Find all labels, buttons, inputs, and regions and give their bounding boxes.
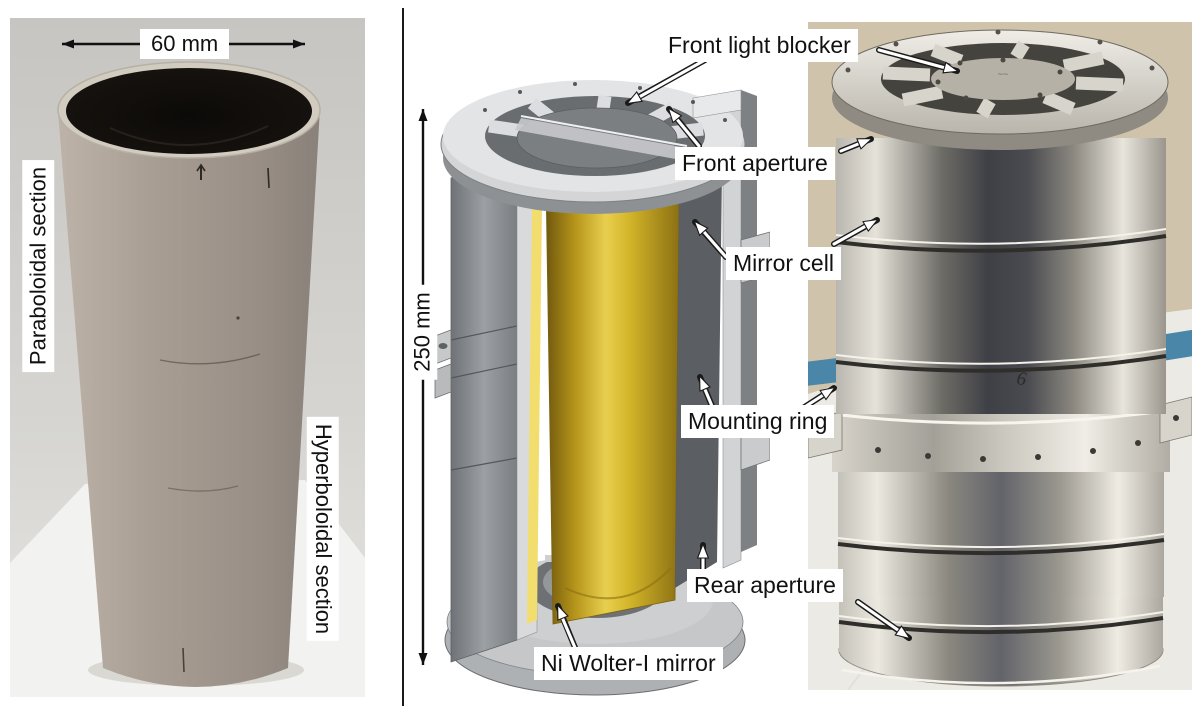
panel-divider-line xyxy=(402,8,404,706)
upper-mirror-cell xyxy=(836,138,1166,414)
shell-joint-mark xyxy=(159,353,261,365)
assembly-photo-image: ~~ 6 xyxy=(802,22,1198,691)
outer-shell-wall xyxy=(450,153,518,663)
shell-photo-panel xyxy=(10,18,365,697)
mounting-ring-label: Mounting ring xyxy=(681,405,835,438)
handwritten-mark: 6 xyxy=(1015,368,1028,390)
lower-mirror-cell xyxy=(838,467,1164,597)
mirror-shell-tube xyxy=(58,108,320,687)
mounting-ring-band xyxy=(832,412,1170,472)
hyperboloidal-section-label: Hyperboloidal section xyxy=(307,416,339,642)
engraving-mark: ~~ xyxy=(998,69,1009,79)
blue-tape xyxy=(1162,329,1198,361)
front-aperture-label: Front aperture xyxy=(675,147,835,180)
assembly-photo-panel: ~~ 6 xyxy=(802,22,1198,691)
shell-photo-image xyxy=(10,18,365,697)
mirror-cell-wall xyxy=(675,94,723,588)
wolter-mirror-label: Ni Wolter-I mirror xyxy=(534,647,723,680)
rear-aperture-label: Rear aperture xyxy=(687,569,843,602)
blue-tape xyxy=(802,357,842,387)
mirror-inner-edge xyxy=(527,124,543,624)
front-light-blocker-plate xyxy=(931,58,1075,100)
front-light-blocker-label: Front light blocker xyxy=(661,29,858,62)
dimension-label-250mm: 250 mm xyxy=(407,284,437,380)
dimension-label-60mm: 60 mm xyxy=(140,29,230,59)
paraboloidal-section-label: Paraboloidal section xyxy=(22,159,54,373)
mirror-cell-label: Mirror cell xyxy=(726,247,841,280)
